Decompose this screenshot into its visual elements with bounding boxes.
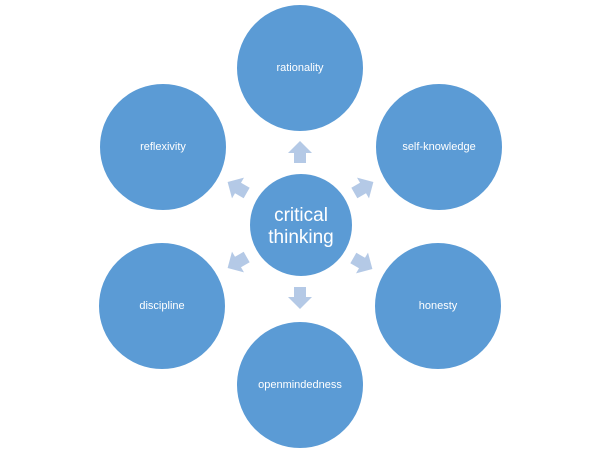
arrow-down-left-icon xyxy=(227,251,250,273)
node-openmindedness: openmindedness xyxy=(235,320,365,450)
arrow-honesty xyxy=(350,252,373,274)
node-reflexivity: reflexivity xyxy=(98,82,228,212)
node-label: discipline xyxy=(139,300,184,312)
arrow-up-icon xyxy=(288,141,312,163)
arrow-down-right-icon xyxy=(350,252,373,274)
arrow-up-left-icon xyxy=(227,177,250,199)
node-circle xyxy=(235,3,365,133)
center-label-line2: thinking xyxy=(268,227,334,248)
arrow-down-icon xyxy=(288,287,312,309)
node-label: reflexivity xyxy=(140,141,186,153)
node-label: self-knowledge xyxy=(402,141,475,153)
node-honesty: honesty xyxy=(373,241,503,371)
node-circle xyxy=(97,241,227,371)
node-discipline: discipline xyxy=(97,241,227,371)
center-node: critical thinking xyxy=(248,172,354,278)
arrow-up-right-icon xyxy=(351,177,374,199)
center-circle xyxy=(248,172,354,278)
arrow-reflexivity xyxy=(227,177,250,199)
node-label: rationality xyxy=(276,62,324,74)
node-rationality: rationality xyxy=(235,3,365,133)
arrow-self-knowledge xyxy=(351,177,374,199)
center-label-line1: critical xyxy=(274,205,328,226)
node-circle xyxy=(98,82,228,212)
node-label: honesty xyxy=(419,300,458,312)
arrow-rationality xyxy=(288,141,312,163)
node-self-knowledge: self-knowledge xyxy=(374,82,504,212)
node-circle xyxy=(235,320,365,450)
arrow-openmindedness xyxy=(288,287,312,309)
node-label: openmindedness xyxy=(258,379,342,391)
node-circle xyxy=(374,82,504,212)
node-circle xyxy=(373,241,503,371)
arrow-discipline xyxy=(227,251,250,273)
